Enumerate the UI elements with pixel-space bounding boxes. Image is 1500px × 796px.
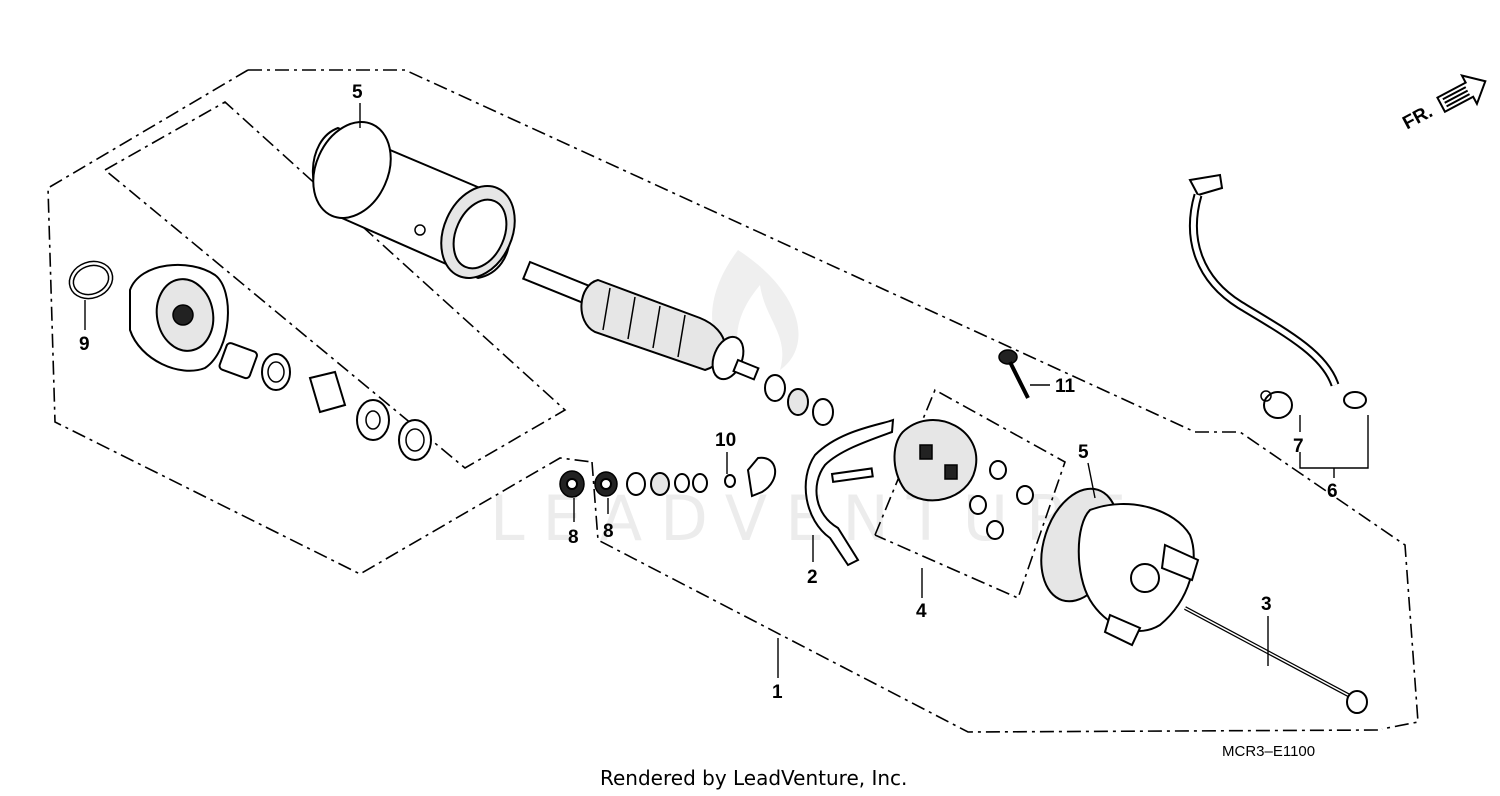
callout-11: 11 [1055, 376, 1076, 397]
terminal-cap [1260, 390, 1293, 419]
callout-1: 1 [772, 682, 783, 703]
starter-cable [1188, 173, 1367, 409]
rear-cover [1040, 487, 1200, 647]
nut-and-washer-set [559, 456, 777, 498]
assembly-boundaries [47, 69, 1419, 733]
callout-9: 9 [79, 334, 90, 355]
callout-8-right: 8 [603, 521, 614, 542]
callouts: 5 9 10 8 8 2 4 1 5 3 11 7 6 [79, 82, 1338, 703]
callout-8-left: 8 [568, 527, 579, 548]
front-cover-group [68, 260, 432, 461]
motor-case-yoke [311, 121, 516, 280]
front-arrow-icon: FR. [1399, 74, 1487, 134]
armature-washers [764, 374, 834, 426]
callout-4: 4 [916, 601, 927, 622]
brush-plate [893, 419, 1034, 540]
callout-5-top: 5 [352, 82, 363, 103]
callout-2: 2 [807, 567, 818, 588]
callout-3: 3 [1261, 594, 1272, 615]
through-bolt [1184, 606, 1368, 714]
leader-lines [84, 103, 1369, 678]
callout-10: 10 [715, 430, 736, 451]
bolt-11 [998, 349, 1030, 399]
armature [521, 260, 760, 381]
render-credit: Rendered by LeadVenture, Inc. [600, 766, 907, 790]
callout-6: 6 [1327, 481, 1338, 502]
front-arrow-label: FR. [1399, 101, 1436, 134]
callout-5-right: 5 [1078, 442, 1089, 463]
diagram-code: MCR3–E1100 [1222, 743, 1315, 760]
callout-7: 7 [1293, 436, 1304, 457]
brush-holder-bracket [804, 418, 895, 567]
